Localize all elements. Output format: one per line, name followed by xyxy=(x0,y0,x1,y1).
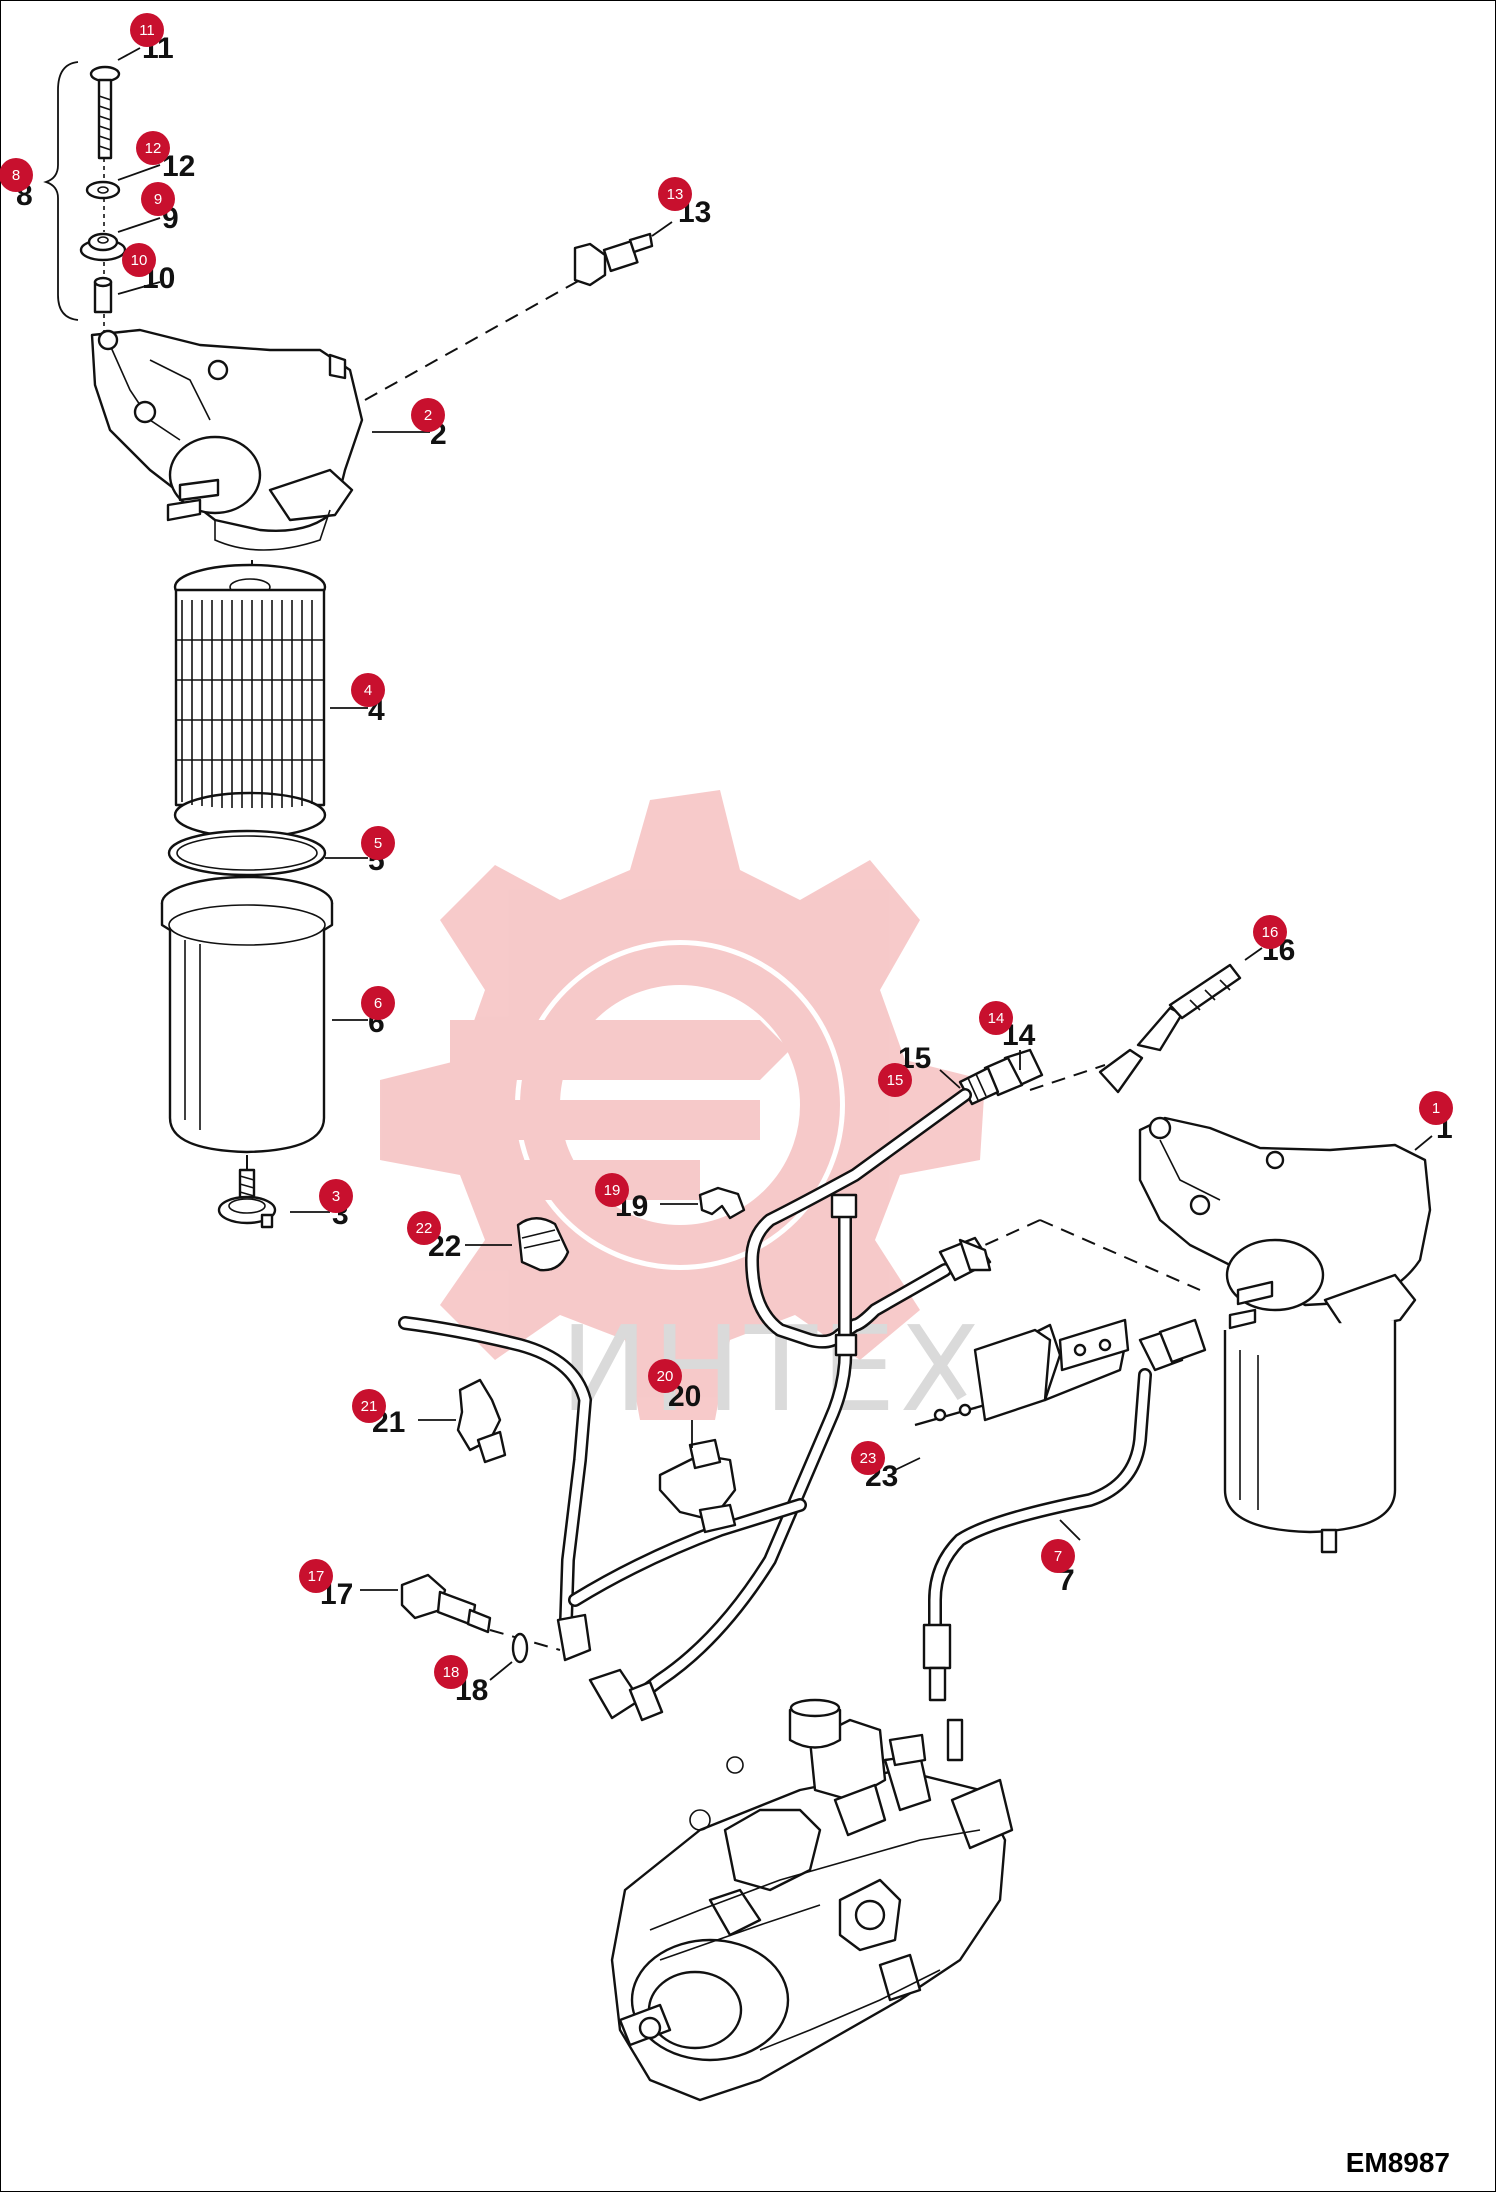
svg-text:12: 12 xyxy=(145,140,162,157)
bolt-part-11 xyxy=(89,65,121,160)
washer-part-12 xyxy=(85,180,121,200)
spacer-part-10 xyxy=(93,276,113,314)
svg-text:9: 9 xyxy=(154,191,162,208)
svg-text:14: 14 xyxy=(988,1010,1005,1027)
filter-bowl-part-6 xyxy=(160,875,334,1154)
injection-pump xyxy=(610,1698,1014,2102)
svg-text:11: 11 xyxy=(139,22,155,39)
connector-part-16 xyxy=(1098,963,1242,1094)
svg-text:7: 7 xyxy=(1054,1548,1062,1565)
callout-badge-12[interactable]: 12 xyxy=(136,131,170,165)
callout-badge-6[interactable]: 6 xyxy=(361,986,395,1020)
callout-badge-18[interactable]: 18 xyxy=(434,1655,468,1689)
svg-text:13: 13 xyxy=(667,186,684,203)
svg-text:5: 5 xyxy=(374,835,382,852)
callout-badge-4[interactable]: 4 xyxy=(351,673,385,707)
callout-badge-16[interactable]: 16 xyxy=(1253,915,1287,949)
callout-badge-2[interactable]: 2 xyxy=(411,398,445,432)
clamp-part-20 xyxy=(658,1438,737,1534)
kit-8-bracket xyxy=(43,61,79,321)
svg-text:21: 21 xyxy=(361,1398,378,1415)
callout-badge-5[interactable]: 5 xyxy=(361,826,395,860)
filter-element-part-4 xyxy=(173,563,327,839)
callout-badge-13[interactable]: 13 xyxy=(658,177,692,211)
callout-badge-7[interactable]: 7 xyxy=(1041,1539,1075,1573)
banjo-bolt-part-17 xyxy=(400,1573,492,1634)
o-ring-part-5 xyxy=(167,829,327,877)
svg-text:8: 8 xyxy=(12,167,20,184)
svg-text:3: 3 xyxy=(332,1188,340,1205)
svg-text:10: 10 xyxy=(131,252,148,269)
callout-badge-3[interactable]: 3 xyxy=(319,1179,353,1213)
callout-badge-19[interactable]: 19 xyxy=(595,1173,629,1207)
callout-badge-20[interactable]: 20 xyxy=(648,1359,682,1393)
svg-text:17: 17 xyxy=(308,1568,325,1585)
callout-badge-17[interactable]: 17 xyxy=(299,1559,333,1593)
callout-badge-21[interactable]: 21 xyxy=(352,1389,386,1423)
svg-text:23: 23 xyxy=(860,1450,877,1467)
svg-text:16: 16 xyxy=(1262,924,1279,941)
washer-part-18 xyxy=(511,1632,529,1664)
svg-text:22: 22 xyxy=(416,1220,433,1237)
svg-text:18: 18 xyxy=(443,1664,460,1681)
svg-text:1: 1 xyxy=(1432,1100,1440,1117)
svg-text:4: 4 xyxy=(364,682,372,699)
diagram-code: EM8987 xyxy=(1346,2147,1450,2178)
svg-text:19: 19 xyxy=(604,1182,621,1199)
callout-badge-9[interactable]: 9 xyxy=(141,182,175,216)
callout-badge-15[interactable]: 15 xyxy=(878,1063,912,1097)
callout-badge-11[interactable]: 11 xyxy=(130,13,164,47)
fitting-part-13 xyxy=(573,232,654,287)
callout-badge-1[interactable]: 1 xyxy=(1419,1091,1453,1125)
clip-part-19 xyxy=(698,1186,746,1220)
svg-text:2: 2 xyxy=(424,407,432,424)
fuel-hose-assembly xyxy=(398,1088,1207,1762)
callout-badge-23[interactable]: 23 xyxy=(851,1441,885,1475)
callout-badges: 11 12 9 10 8 13 2 4 5 6 3 22 19 16 14 15… xyxy=(0,13,1453,1689)
grommet-part-9 xyxy=(79,232,127,262)
svg-text:6: 6 xyxy=(374,995,382,1012)
remote-filter-part-1 xyxy=(1138,1116,1432,1554)
svg-text:15: 15 xyxy=(887,1072,904,1089)
filter-head-part-2 xyxy=(90,328,364,551)
callout-badge-22[interactable]: 22 xyxy=(407,1211,441,1245)
cap-part-22 xyxy=(516,1217,570,1272)
leader-lines xyxy=(117,47,1433,1681)
svg-text:20: 20 xyxy=(657,1368,674,1385)
drain-plug-part-3 xyxy=(217,1168,277,1229)
bracket-part-23 xyxy=(914,1318,1130,1427)
callout-badge-14[interactable]: 14 xyxy=(979,1001,1013,1035)
clip-part-21 xyxy=(456,1378,507,1464)
callout-badge-10[interactable]: 10 xyxy=(122,243,156,277)
callout-badge-8[interactable]: 8 xyxy=(0,158,33,192)
